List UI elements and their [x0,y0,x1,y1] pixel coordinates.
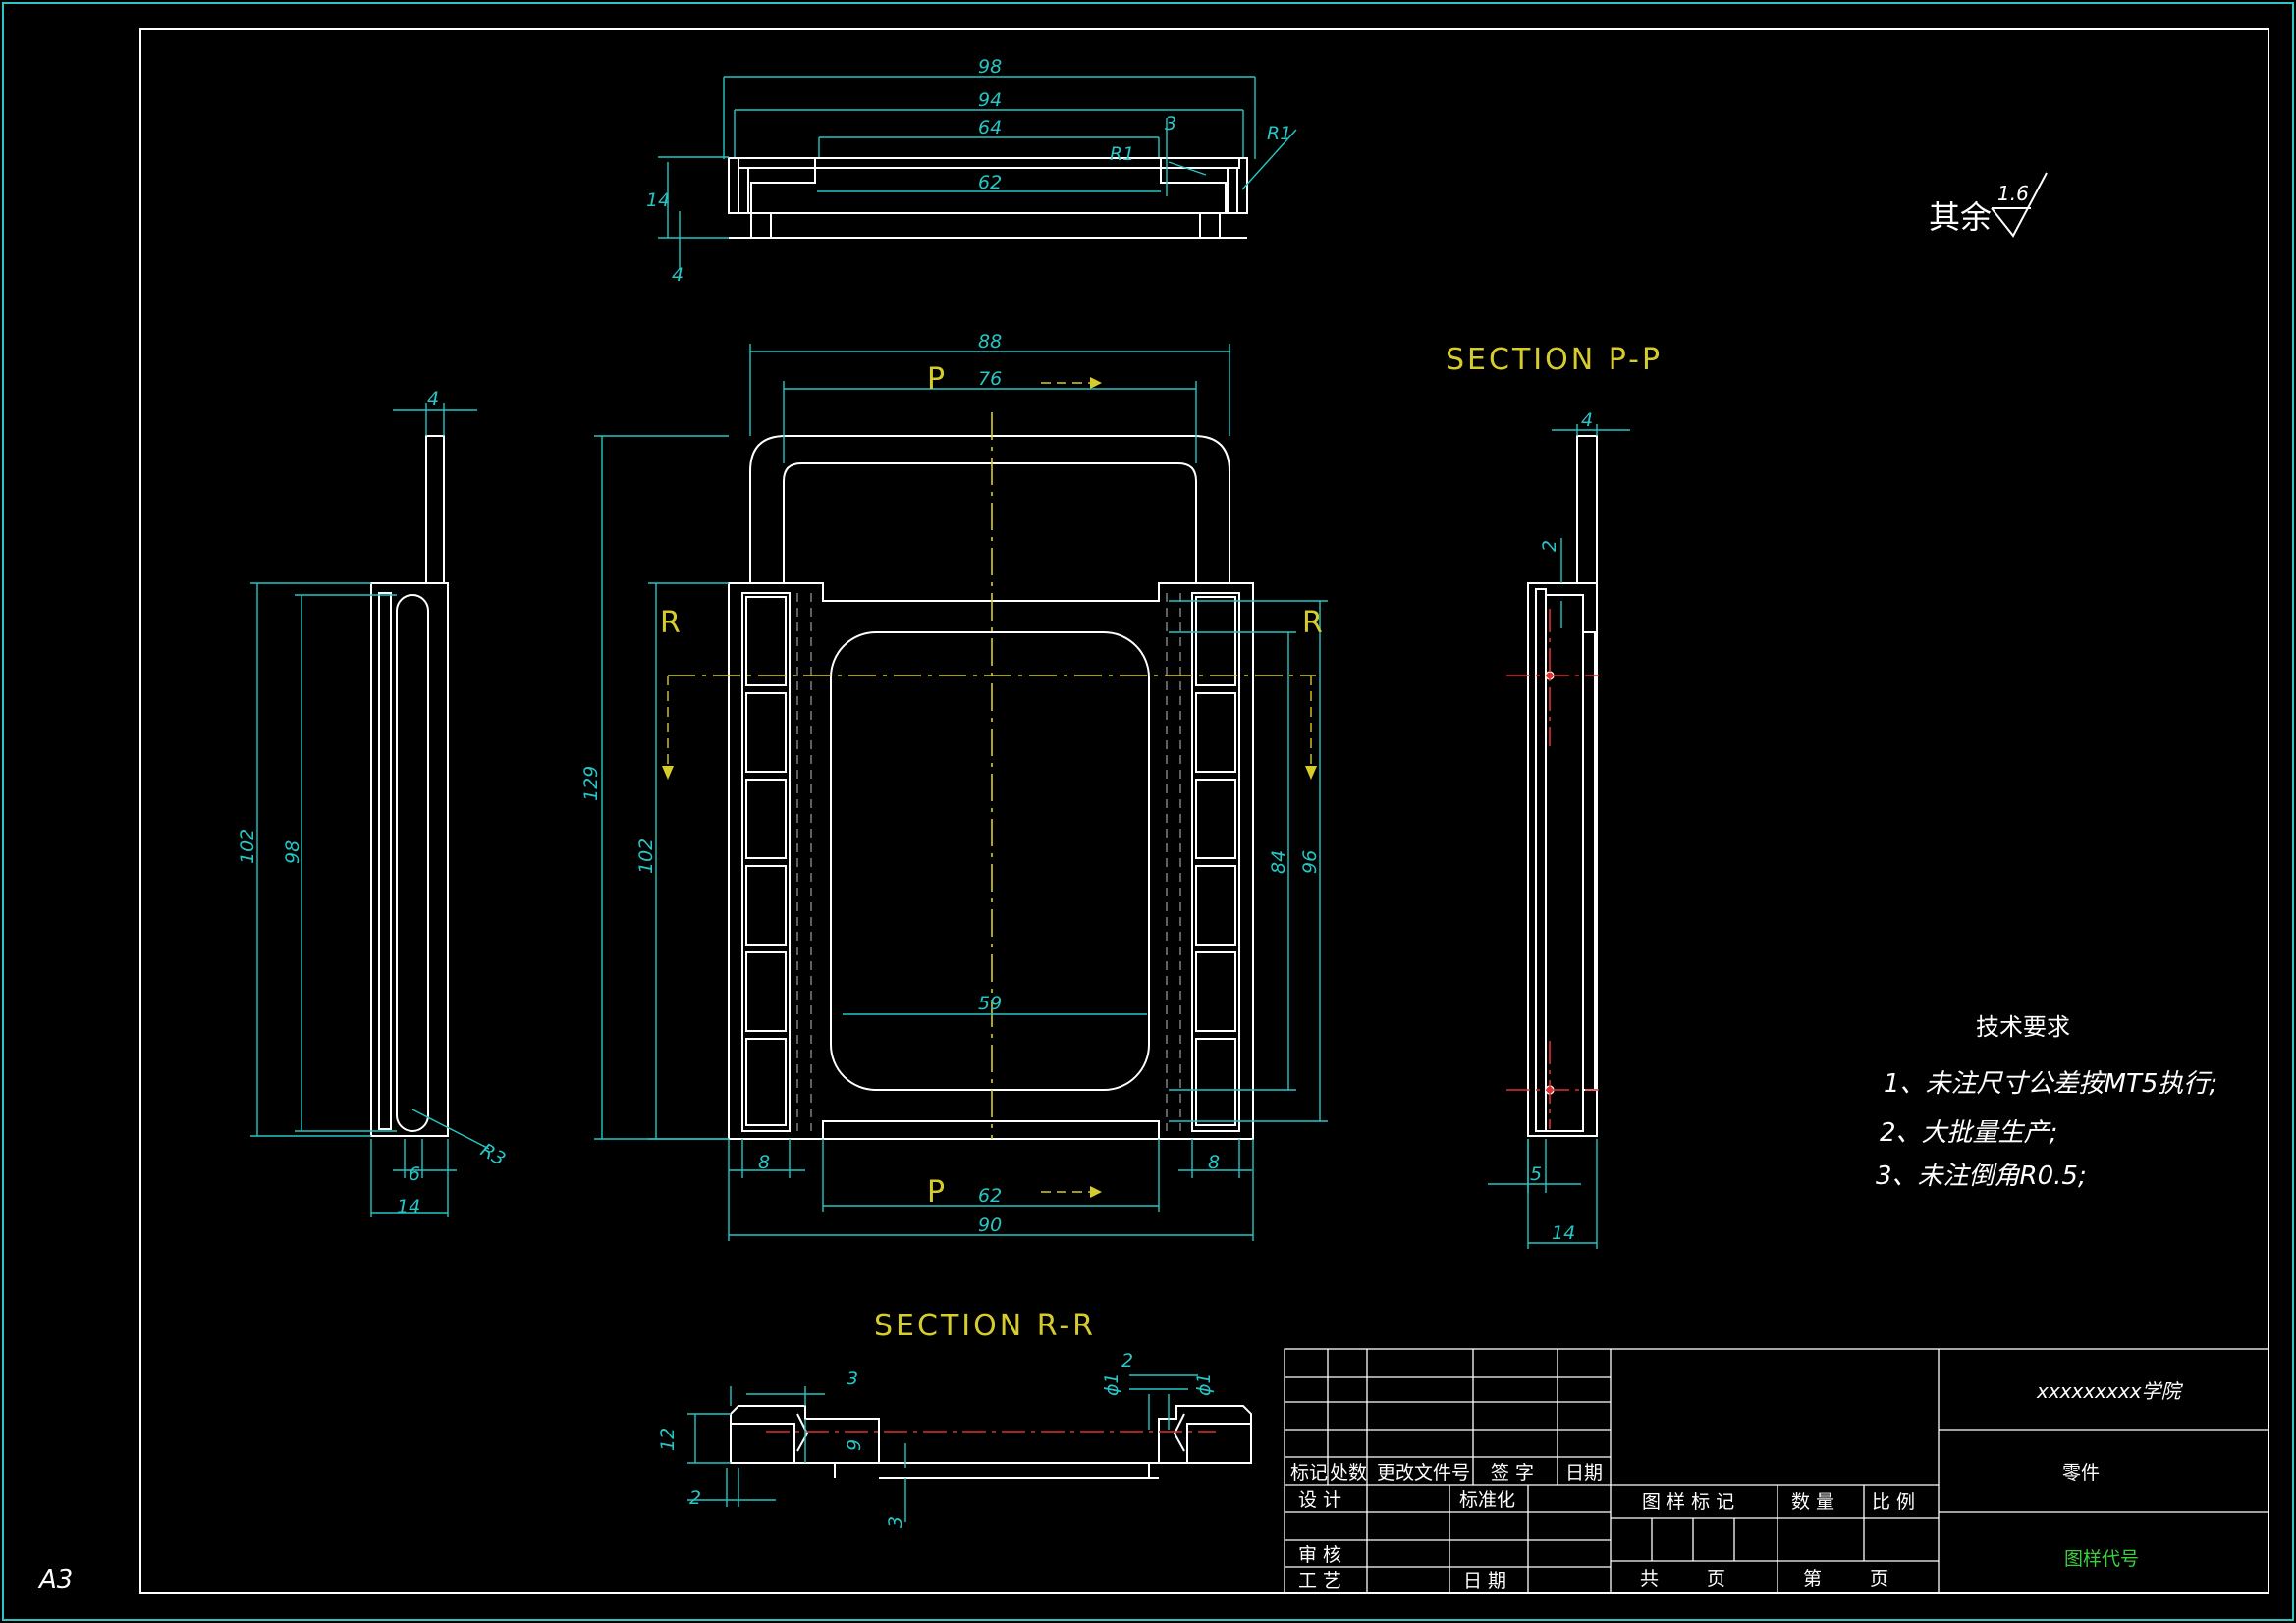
dim-5-pp: 5 [1530,1163,1542,1185]
sign-rows: 设 计 标准化 审 核 工 艺 日 期 [1298,1489,1515,1592]
front-view-dimensions: 88 76 129 102 59 84 96 8 8 62 90 [580,331,1321,1236]
dim-98: 98 [978,56,1002,78]
dim-phi1-left: ϕ1 [1101,1372,1122,1396]
tech-req-item-1: 1、未注尺寸公差按MT5执行; [1884,1069,2217,1099]
title-block: 标记 处数 更改文件号 签 字 日期 设 计 标准化 审 核 工 艺 日 期 图… [1284,1348,2269,1594]
section-marker-p-bottom: P [927,1175,948,1210]
tb-school-name: xxxxxxxxx学院 [2036,1380,2184,1403]
dim-62: 62 [978,172,1002,193]
technical-requirements: 技术要求 1、未注尺寸公差按MT5执行; 2、大批量生产; 3、未注倒角R0.5… [1876,1013,2217,1191]
tb-index-page: 页 [1870,1568,1888,1590]
dim-76: 76 [978,368,1002,390]
top-view: 98 94 64 62 3 R1 R1 14 4 [646,56,1297,286]
sheet-size-label: A3 [37,1565,73,1595]
dim-59: 59 [978,993,1002,1014]
section-rr-view: SECTION R-R 3 2 ϕ1 ϕ1 12 9 2 [657,1309,1252,1528]
dim-94: 94 [978,89,1002,111]
revision-header-row: 标记 处数 更改文件号 签 字 日期 [1290,1462,1603,1484]
dim-4-left: 4 [427,388,439,409]
dim-2-pp: 2 [1539,540,1560,552]
left-view: 4 102 98 6 14 R3 [237,388,509,1217]
dim-64: 64 [978,117,1002,138]
tb-header-sign: 签 字 [1491,1462,1534,1484]
tb-header-mark: 标记 [1290,1462,1328,1484]
tb-design: 设 计 [1298,1489,1341,1511]
dim-3-rr-top: 3 [847,1368,858,1389]
dim-88: 88 [978,331,1002,352]
dim-9-rr: 9 [844,1439,865,1451]
section-marker-r-left: R [660,606,683,640]
tb-scale: 比 例 [1872,1491,1915,1513]
info-header-row: 图 样 标 记 数 量 比 例 [1642,1491,1915,1513]
front-view-labels: P P R R [660,362,1326,1210]
tb-quantity: 数 量 [1791,1491,1834,1513]
dim-14-pp: 14 [1552,1222,1575,1244]
dim-4: 4 [672,264,683,286]
section-rr-dimensions: 3 2 ϕ1 ϕ1 12 9 2 3 [657,1350,1215,1528]
surface-finish-symbol: 其余 1.6 [1929,172,2048,238]
dim-r1-inner: R1 [1110,143,1134,165]
tb-total-label: 共 [1640,1568,1659,1590]
dim-2-rr-bottom: 2 [689,1488,701,1509]
section-rr-title: SECTION R-R [874,1309,1096,1343]
dim-4-pp: 4 [1581,409,1593,431]
top-view-dimensions: 98 94 64 62 3 R1 R1 14 4 [646,56,1291,286]
dim-r1-outer: R1 [1267,123,1291,144]
tb-index-label: 第 [1803,1568,1822,1590]
tb-standardization: 标准化 [1459,1489,1515,1511]
dim-phi1-right: ϕ1 [1193,1372,1215,1396]
dim-102-front: 102 [635,839,657,874]
tb-review: 审 核 [1298,1544,1341,1566]
dim-102-left: 102 [237,829,258,864]
dim-6-left: 6 [409,1163,420,1185]
dim-3-rr-bottom: 3 [885,1516,906,1528]
dim-12-rr: 12 [657,1428,679,1451]
left-view-dimensions: 4 102 98 6 14 R3 [237,388,509,1217]
section-marker-p-top: P [927,362,948,397]
tb-total-page: 页 [1707,1568,1725,1590]
tb-drawing-mark: 图 样 标 记 [1642,1491,1734,1513]
dim-8-left: 8 [758,1152,770,1173]
dim-3: 3 [1165,113,1176,135]
dim-84: 84 [1268,850,1289,874]
tb-drawing-code: 图样代号 [2064,1548,2139,1570]
dim-90: 90 [978,1215,1002,1236]
tb-process: 工 艺 [1298,1570,1341,1592]
left-rib-slots [745,596,1236,1126]
front-view: P P R R 88 76 129 102 59 84 96 8 8 62 90 [580,331,1328,1241]
dim-129: 129 [580,766,602,801]
dim-8-right: 8 [1208,1152,1220,1173]
tech-req-item-2: 2、大批量生产; [1880,1118,2057,1148]
tb-header-count: 处数 [1330,1462,1367,1484]
dim-96: 96 [1299,850,1321,874]
tb-part-name: 零件 [2062,1462,2100,1484]
section-marker-r-right: R [1302,606,1326,640]
tech-req-title: 技术要求 [1976,1013,2070,1041]
surface-finish-prefix: 其余 [1929,198,1992,236]
tb-header-doc: 更改文件号 [1377,1462,1470,1484]
dim-14: 14 [646,189,670,211]
tb-header-date: 日期 [1565,1462,1603,1484]
dim-2-rr-top: 2 [1121,1350,1133,1372]
dim-r3: R3 [477,1139,510,1170]
section-pp-dimensions: 4 2 5 14 [1530,409,1593,1244]
tb-date: 日 期 [1463,1570,1506,1592]
dim-98-left: 98 [282,840,303,864]
surface-finish-value: 1.6 [1997,182,2029,205]
section-pp-title: SECTION P-P [1446,343,1663,377]
sheet-count-row: 共 页 第 页 [1640,1568,1888,1590]
dim-62-front: 62 [978,1185,1002,1207]
dim-14-left: 14 [397,1196,420,1217]
tech-req-item-3: 3、未注倒角R0.5; [1876,1162,2087,1191]
section-pp-view: SECTION P-P 4 2 5 14 [1446,343,1663,1249]
